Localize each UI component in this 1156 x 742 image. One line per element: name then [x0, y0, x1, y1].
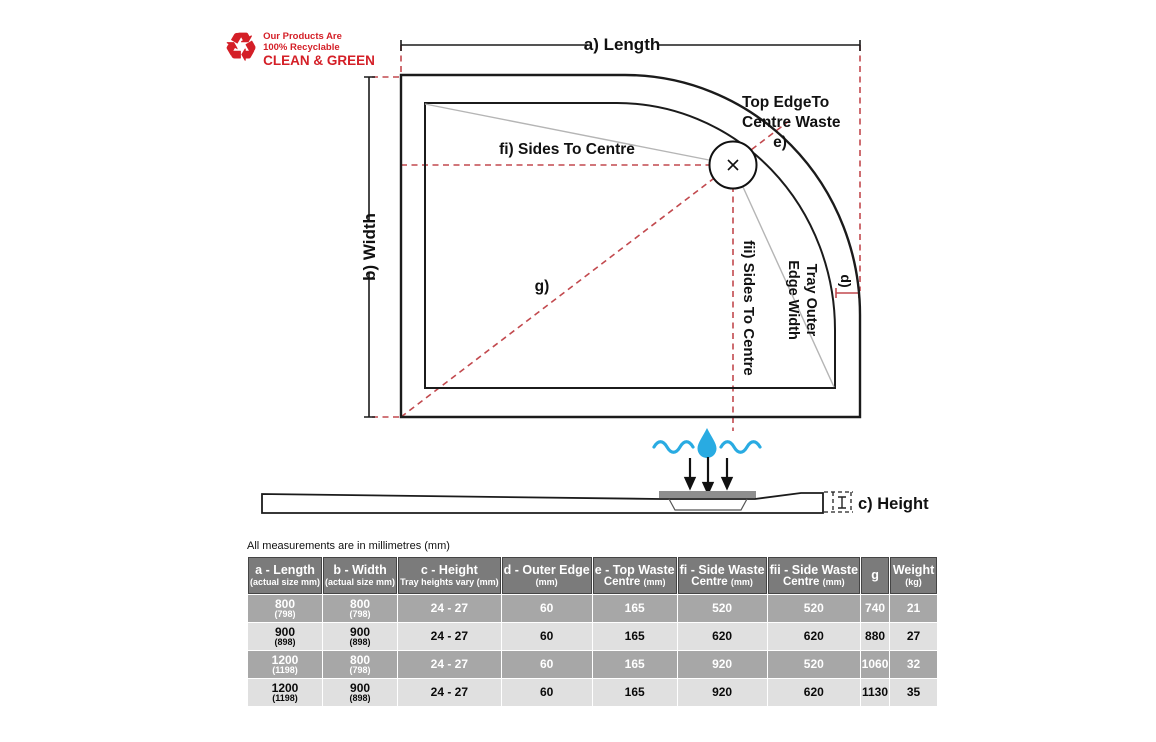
table-cell: 520 — [767, 595, 861, 622]
table-cell: 1200(1198) — [248, 679, 323, 706]
length-label: a) Length — [584, 35, 661, 54]
spec-table: a - Length(actual size mm)b - Width(actu… — [247, 556, 939, 707]
guide-diagonal-g-e — [400, 120, 790, 418]
d-label: d) — [838, 274, 854, 287]
wave-right-icon — [719, 440, 762, 454]
side-profile-view: c) Height — [261, 428, 929, 514]
rim-label-line2: Edge Width — [785, 260, 801, 340]
table-cell: 800(798) — [323, 651, 398, 678]
table-cell: 880 — [861, 623, 890, 650]
table-cell: 24 - 27 — [398, 651, 501, 678]
table-cell: 800(798) — [323, 595, 398, 622]
waste-center-mark — [727, 159, 739, 171]
table-cell: 620 — [677, 623, 767, 650]
table-cell: 24 - 27 — [398, 595, 501, 622]
table-cell: 920 — [677, 679, 767, 706]
tray-diagram: a) Length b) Width fi) Sides To Centre T… — [261, 35, 929, 514]
fall-line-bottom-right — [742, 186, 835, 388]
table-cell: 24 - 27 — [398, 623, 501, 650]
recycle-badge: ♻ Our Products Are 100% Recyclable CLEAN… — [224, 29, 375, 68]
flow-arrows — [683, 457, 734, 496]
table-cell: 24 - 27 — [398, 679, 501, 706]
table-cell: 520 — [677, 595, 767, 622]
badge-line3: CLEAN & GREEN — [263, 53, 375, 68]
height-label: c) Height — [858, 495, 929, 513]
width-label: b) Width — [360, 213, 379, 281]
column-header: b - Width(actual size mm) — [323, 557, 398, 594]
fi-label: fi) Sides To Centre — [499, 141, 635, 158]
table-cell: 60 — [501, 595, 592, 622]
profile-outline — [261, 492, 824, 514]
column-header: Weight(kg) — [890, 557, 938, 594]
tray-inner-outline — [424, 102, 836, 389]
table-cell: 60 — [501, 651, 592, 678]
fii-label: fii) Sides To Centre — [740, 240, 757, 376]
recycle-icon: ♻ — [224, 27, 259, 69]
recycle-badge-text: Our Products Are 100% Recyclable CLEAN &… — [263, 29, 375, 68]
table-cell: 32 — [890, 651, 938, 678]
table-cell: 35 — [890, 679, 938, 706]
table-cell: 620 — [767, 679, 861, 706]
table-cell: 1060 — [861, 651, 890, 678]
table-cell: 27 — [890, 623, 938, 650]
table-cell: 60 — [501, 679, 592, 706]
table-cell: 60 — [501, 623, 592, 650]
table-cell: 740 — [861, 595, 890, 622]
length-dimension-line — [400, 40, 861, 51]
column-header: g — [861, 557, 890, 594]
table-cell: 165 — [592, 651, 677, 678]
table-cell: 1200(1198) — [248, 651, 323, 678]
wave-left-icon — [652, 440, 695, 454]
plan-view: a) Length b) Width fi) Sides To Centre T… — [360, 35, 862, 431]
width-dimension-line — [364, 76, 375, 418]
badge-line1: Our Products Are — [263, 31, 342, 42]
table-cell: 900(898) — [248, 623, 323, 650]
height-bracket — [824, 491, 853, 513]
table-cell: 620 — [767, 623, 861, 650]
table-cell: 165 — [592, 623, 677, 650]
table-header-row: a - Length(actual size mm)b - Width(actu… — [248, 557, 938, 594]
g-label: g) — [535, 278, 550, 295]
column-header: a - Length(actual size mm) — [248, 557, 323, 594]
table-cell: 900(898) — [323, 679, 398, 706]
table-cell: 165 — [592, 595, 677, 622]
top-waste-label-line1: Top EdgeTo — [742, 94, 829, 111]
fall-line-top-left — [424, 103, 710, 161]
table-cell: 800(798) — [248, 595, 323, 622]
table-cell: 21 — [890, 595, 938, 622]
table-cell: 1130 — [861, 679, 890, 706]
waste-recess — [668, 498, 748, 511]
table-cell: 165 — [592, 679, 677, 706]
measurements-note: All measurements are in millimetres (mm) — [247, 540, 450, 552]
rim-label-line1: Tray Outer — [803, 264, 819, 337]
e-label: e) — [773, 134, 787, 151]
top-waste-label-line2: Centre Waste — [742, 114, 841, 131]
table-cell: 520 — [767, 651, 861, 678]
table-cell: 900(898) — [323, 623, 398, 650]
column-header: d - Outer Edge(mm) — [501, 557, 592, 594]
d-bracket — [835, 288, 860, 298]
water-drop-icon — [697, 428, 717, 458]
table-cell: 920 — [677, 651, 767, 678]
tray-outer-outline — [399, 73, 862, 419]
waste-cover — [659, 491, 756, 498]
badge-line2: 100% Recyclable — [263, 41, 340, 53]
